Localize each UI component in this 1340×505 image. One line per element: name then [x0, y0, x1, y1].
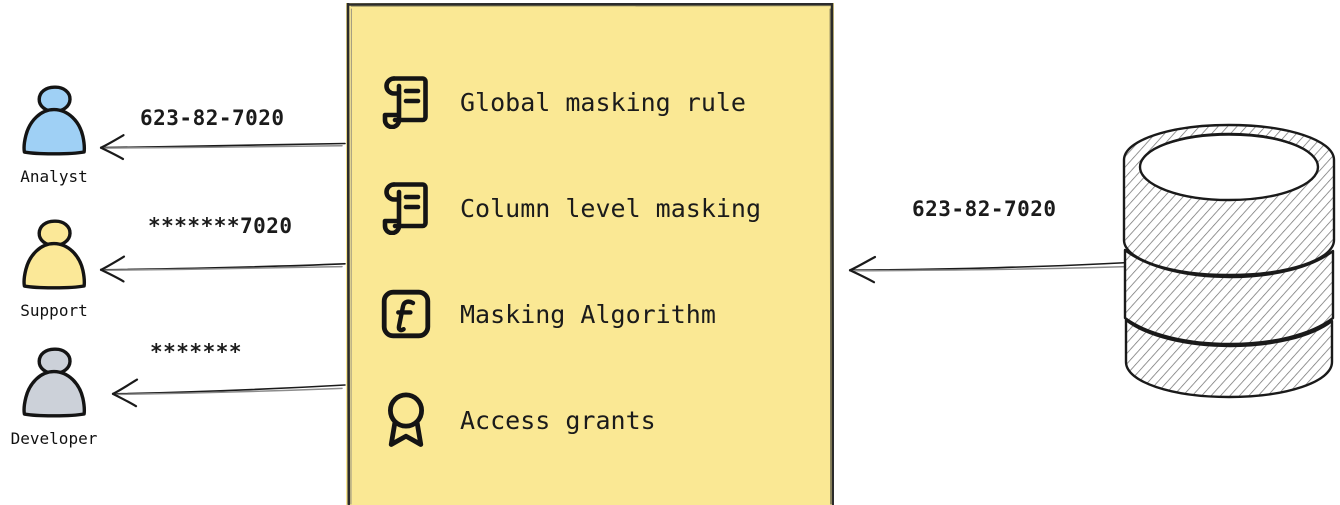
policy-item-list: Global masking rule Column level masking — [378, 49, 818, 473]
persona-analyst: Analyst — [0, 78, 114, 186]
policy-item-column-level-masking[interactable]: Column level masking — [378, 155, 818, 261]
policy-item-label: Global masking rule — [460, 87, 746, 117]
persona-label: Support — [20, 301, 88, 320]
flow-label-database: 623-82-7020 — [912, 197, 1057, 221]
flow-label-support: *******7020 — [148, 214, 293, 238]
policy-item-label: Column level masking — [460, 193, 762, 223]
flow-label-analyst: 623-82-7020 — [140, 106, 285, 130]
person-icon — [15, 340, 93, 428]
policy-item-label: Masking Algorithm — [460, 299, 716, 329]
database-icon — [1118, 122, 1340, 402]
flow-arrow-developer — [108, 372, 346, 408]
flow-label-developer: ******* — [150, 340, 243, 364]
persona-support: Support — [0, 212, 114, 320]
function-box-icon — [378, 285, 434, 343]
policy-item-access-grants[interactable]: Access grants — [378, 367, 818, 473]
flow-arrow-analyst — [96, 126, 346, 162]
policy-item-global-masking-rule[interactable]: Global masking rule — [378, 49, 818, 155]
person-icon — [15, 212, 93, 300]
policy-item-label: Access grants — [460, 405, 656, 435]
persona-label: Analyst — [20, 167, 88, 186]
flow-arrow-database — [845, 248, 1130, 284]
policy-panel: Global masking rule Column level masking — [346, 3, 834, 505]
persona-developer: Developer — [0, 340, 114, 448]
award-ribbon-icon — [378, 391, 434, 449]
scroll-icon — [378, 73, 434, 131]
person-icon — [15, 78, 93, 166]
flow-arrow-support — [96, 248, 346, 284]
policy-item-masking-algorithm[interactable]: Masking Algorithm — [378, 261, 818, 367]
persona-label: Developer — [10, 429, 98, 448]
scroll-icon — [378, 179, 434, 237]
